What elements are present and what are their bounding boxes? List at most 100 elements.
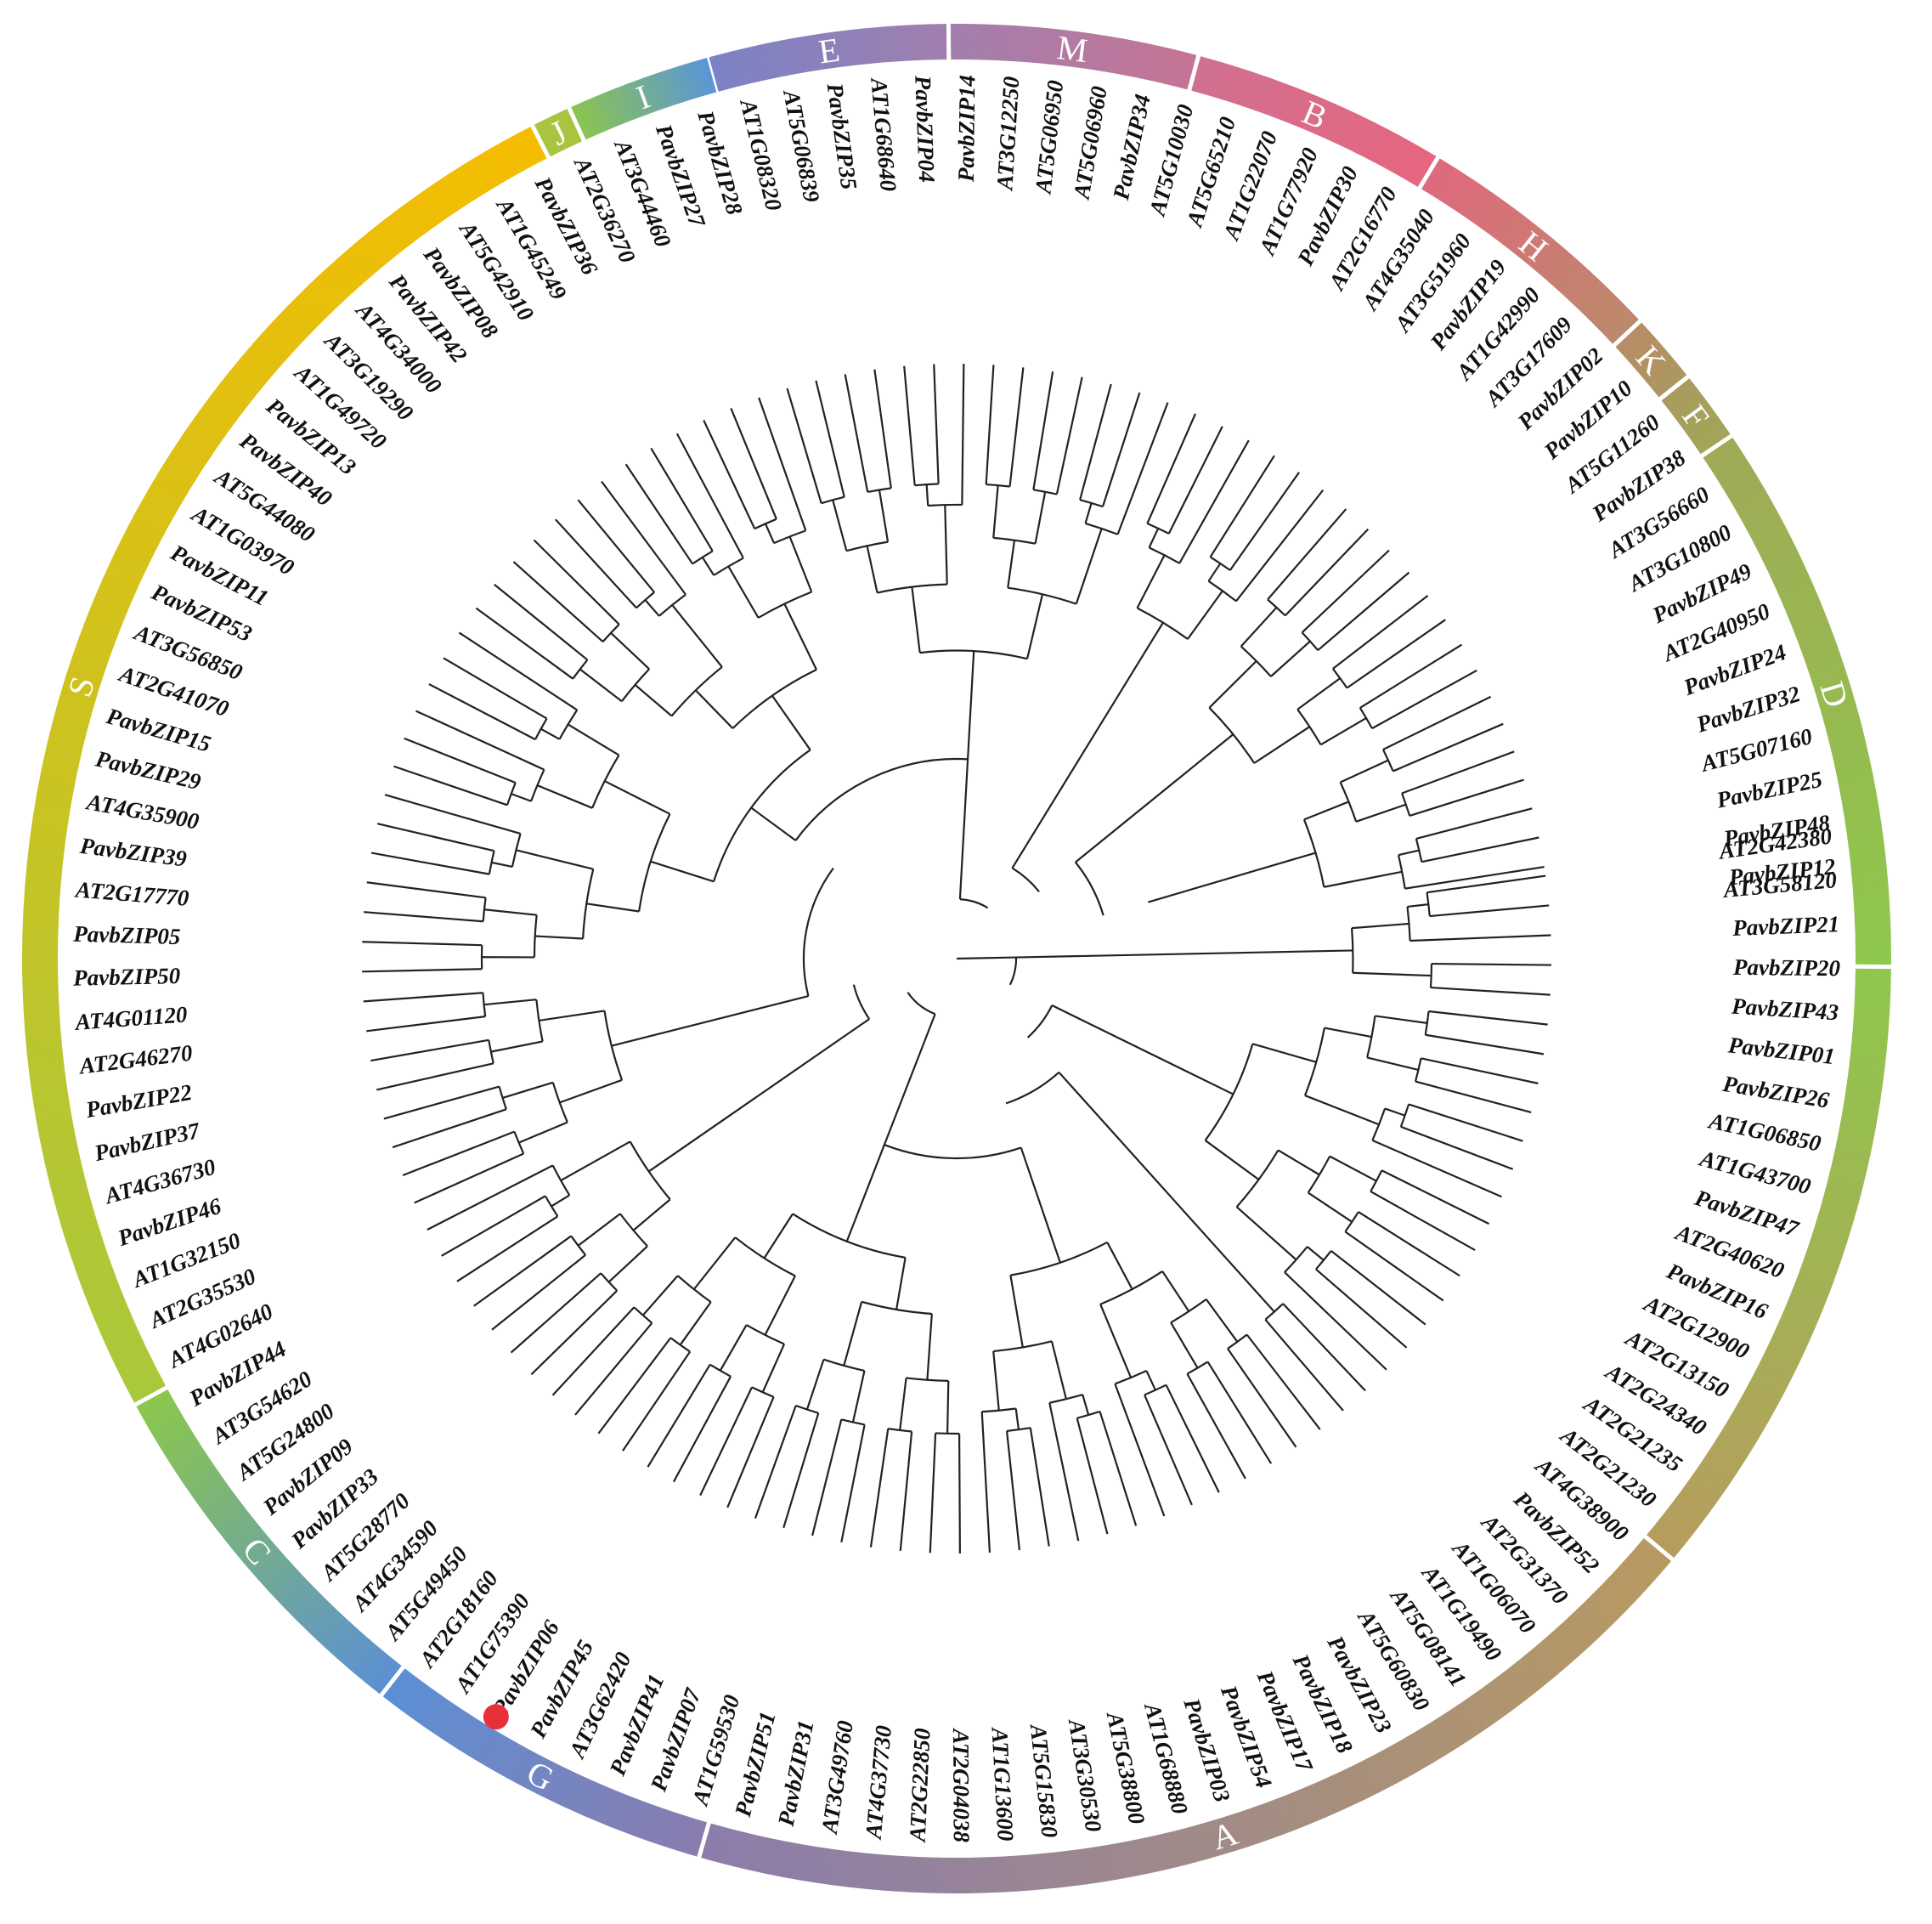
tree-branch bbox=[823, 1358, 865, 1372]
tree-branch bbox=[376, 823, 494, 852]
tree-branch bbox=[511, 833, 522, 868]
tree-branch bbox=[1009, 1275, 1024, 1348]
tree-branch bbox=[567, 723, 620, 756]
tree-branch bbox=[551, 1164, 571, 1196]
tree-branch bbox=[852, 984, 871, 1020]
leaf-label: AT4G01120 bbox=[73, 1001, 189, 1035]
tree-branch bbox=[961, 364, 965, 505]
leaf-label: AT5G15830 bbox=[1025, 1722, 1063, 1839]
tree-branches bbox=[362, 364, 1551, 1553]
tree-branch bbox=[458, 631, 578, 711]
clade-label: M bbox=[1055, 28, 1090, 70]
tree-branch bbox=[491, 1253, 586, 1331]
tree-branch bbox=[1011, 867, 1040, 892]
leaf-label: PavbZIP22 bbox=[83, 1079, 194, 1123]
clade-divider bbox=[696, 1820, 712, 1859]
tree-branch bbox=[1317, 571, 1410, 651]
tree-branch bbox=[695, 689, 734, 729]
tree-branch bbox=[1050, 1341, 1067, 1400]
tree-branch bbox=[483, 908, 537, 916]
tree-branch bbox=[534, 935, 584, 940]
tree-branch bbox=[907, 992, 936, 1016]
leaf-label: AT5G06950 bbox=[1030, 78, 1068, 196]
clade-segment-C bbox=[135, 1387, 404, 1695]
tree-branch bbox=[415, 710, 545, 771]
tree-branch bbox=[1099, 1411, 1138, 1526]
tree-branch bbox=[786, 388, 822, 504]
clade-segment-J bbox=[532, 108, 585, 158]
tree-branch bbox=[1381, 1169, 1490, 1225]
tree-branch bbox=[701, 557, 715, 576]
tree-branch bbox=[1330, 1250, 1426, 1326]
tree-branch bbox=[1415, 807, 1533, 840]
tree-branch bbox=[427, 1164, 554, 1231]
tree-branch bbox=[1270, 640, 1311, 677]
tree-branch bbox=[1075, 733, 1234, 863]
tree-branch bbox=[601, 480, 686, 596]
clade-divider bbox=[566, 105, 587, 144]
tree-branch bbox=[985, 365, 995, 485]
tree-branch bbox=[958, 1433, 961, 1553]
tree-branch bbox=[1428, 1010, 1548, 1026]
tree-branch bbox=[1429, 964, 1433, 988]
tree-branch bbox=[1011, 622, 1164, 869]
tree-branch bbox=[498, 1086, 507, 1110]
clade-divider bbox=[1699, 433, 1734, 459]
clade-segment-D bbox=[1702, 435, 1891, 967]
tree-branch bbox=[846, 540, 889, 552]
tree-branch bbox=[1029, 1428, 1050, 1547]
tree-branch bbox=[1430, 986, 1551, 996]
tree-branch bbox=[811, 1419, 843, 1536]
tree-branch bbox=[633, 1306, 653, 1324]
tree-branch bbox=[1359, 643, 1463, 709]
tree-branch bbox=[1101, 392, 1141, 507]
tree-branch bbox=[1076, 1418, 1109, 1535]
tree-branch bbox=[597, 1337, 672, 1435]
leaf-label: AT2G04038 bbox=[948, 1727, 974, 1842]
clade-divider bbox=[529, 122, 551, 161]
tree-branch bbox=[1358, 1211, 1460, 1277]
tree-branch bbox=[1178, 439, 1250, 564]
tree-branch bbox=[895, 1257, 907, 1310]
clade-divider bbox=[1186, 53, 1201, 93]
tree-branch bbox=[1005, 1430, 1021, 1551]
clade-divider bbox=[1657, 374, 1691, 402]
leaf-label: AT3G30530 bbox=[1064, 1716, 1107, 1834]
tree-branch bbox=[758, 397, 807, 531]
tree-branch bbox=[602, 623, 620, 642]
tree-branch bbox=[535, 999, 544, 1042]
tree-branch bbox=[764, 523, 776, 544]
tree-branch bbox=[925, 484, 929, 506]
tree-branch bbox=[1307, 1156, 1331, 1194]
leaf-label: AT2G17770 bbox=[73, 876, 190, 911]
tree-branch bbox=[1008, 367, 1025, 487]
tree-branch bbox=[1375, 1015, 1427, 1024]
tree-branch bbox=[383, 1085, 500, 1120]
leaf-label: PavbZIP04 bbox=[910, 74, 940, 183]
tree-branch bbox=[671, 604, 723, 668]
tree-branch bbox=[376, 1062, 494, 1091]
tree-branch bbox=[1032, 371, 1054, 490]
tree-branch bbox=[1366, 1056, 1419, 1072]
tree-branch bbox=[1005, 1072, 1060, 1105]
tree-branch bbox=[632, 1198, 671, 1231]
clade-segment-F bbox=[1659, 376, 1731, 456]
tree-branch bbox=[1409, 778, 1524, 818]
leaf-label: AT3G49760 bbox=[816, 1718, 858, 1836]
tree-branch bbox=[1207, 580, 1237, 603]
tree-branch bbox=[1264, 1303, 1284, 1321]
tree-branch bbox=[1304, 1095, 1380, 1126]
tree-branch bbox=[1415, 1080, 1532, 1114]
tree-branch bbox=[843, 1301, 863, 1367]
tree-branch bbox=[1426, 874, 1546, 894]
leaf-label: PavbZIP14 bbox=[953, 75, 980, 183]
tree-branch bbox=[911, 586, 921, 654]
clade-segment-M bbox=[948, 24, 1199, 91]
tree-branch bbox=[1208, 660, 1257, 709]
tree-branch bbox=[1346, 619, 1446, 689]
tree-branch bbox=[692, 550, 714, 565]
tree-branch bbox=[1235, 1206, 1297, 1261]
tree-branch bbox=[370, 852, 490, 875]
tree-branch bbox=[1352, 922, 1409, 930]
tree-branch bbox=[1210, 556, 1231, 571]
